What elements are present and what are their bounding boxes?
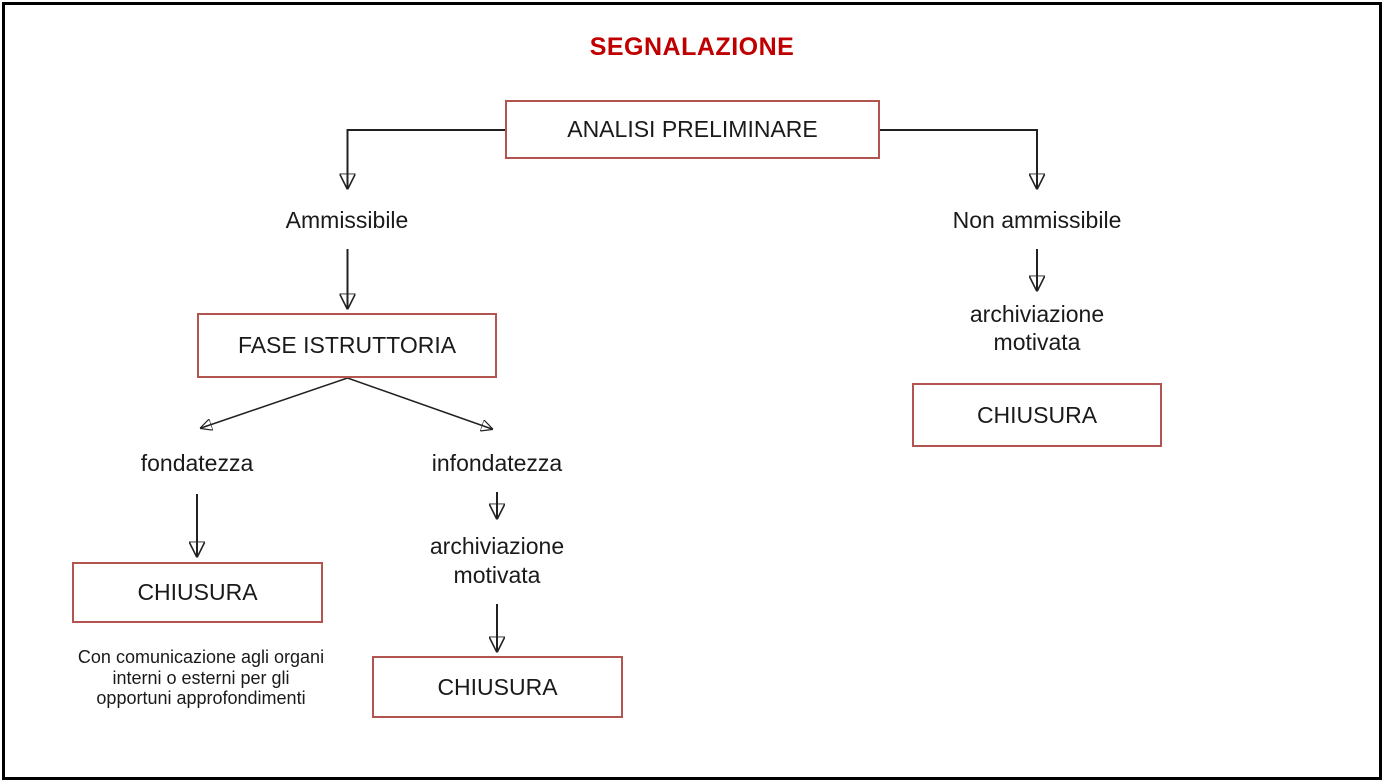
connector-fase-to-infondatezza [347, 377, 493, 429]
chiusura-fondatezza-box: CHIUSURA [72, 562, 323, 623]
ammissibile-label: Ammissibile [285, 207, 409, 233]
connector-analisi-to-non-ammissibile [880, 129, 1037, 188]
fase-istruttoria-box: FASE ISTRUTTORIA [197, 313, 497, 378]
note-line: interni o esterni per gli [112, 667, 290, 688]
analisi-preliminare-box: ANALISI PRELIMINARE [505, 100, 880, 159]
archiviazione-motivata-right-label: archiviazione motivata [969, 301, 1105, 355]
chiusura-communication-note: Con comunicazione agli organi interni o … [50, 647, 352, 709]
chiusura-infondatezza-box: CHIUSURA [372, 656, 623, 718]
fondatezza-label: fondatezza [140, 450, 254, 476]
non-ammissibile-label: Non ammissibile [952, 207, 1122, 233]
connector-fase-to-fondatezza [201, 377, 348, 428]
infondatezza-label: infondatezza [431, 450, 563, 476]
note-line: opportuni approfondimenti [96, 688, 306, 708]
archiviazione-motivata-center-label: archiviazione motivata [429, 533, 565, 588]
diagram-title: SEGNALAZIONE [589, 33, 795, 61]
connector-analisi-to-ammissibile [348, 129, 505, 188]
note-line: Con comunicazione agli organi [77, 647, 325, 667]
chiusura-non-ammissibile-box: CHIUSURA [912, 383, 1162, 447]
